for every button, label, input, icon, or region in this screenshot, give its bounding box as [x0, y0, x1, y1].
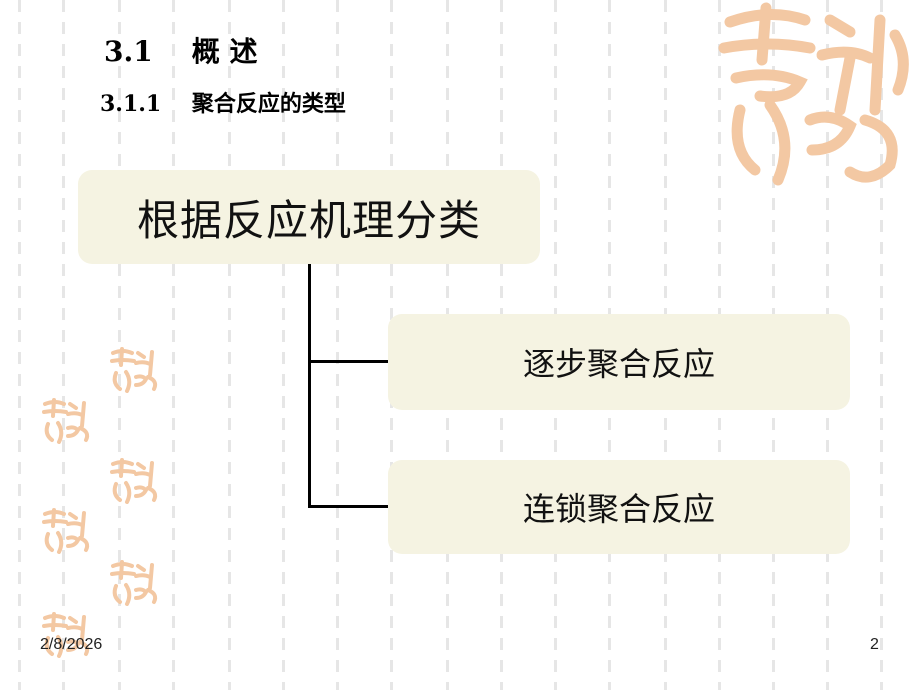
bg-dash-line [228, 0, 231, 690]
slide-page-number: 2 [870, 636, 879, 653]
diagram-child-label: 逐步聚合反应 [522, 345, 715, 383]
auspicious-seal-icon [42, 612, 90, 658]
auspicious-seal-icon [110, 347, 158, 393]
bg-dash-line [118, 0, 121, 690]
bg-dash-line [336, 0, 339, 690]
bg-dash-line [62, 0, 65, 690]
connector-branch-2 [308, 505, 388, 508]
diagram-root-box: 根据反应机理分类 [78, 170, 540, 264]
bg-dash-line [18, 0, 21, 690]
connector-vertical [308, 264, 311, 508]
connector-branch-1 [308, 360, 388, 363]
diagram-child-box: 连锁聚合反应 [388, 460, 850, 554]
auspicious-seal-icon [42, 508, 90, 554]
diagram-child-box: 逐步聚合反应 [388, 314, 850, 410]
auspicious-seal-icon [110, 458, 158, 504]
bg-dash-line [282, 0, 285, 690]
auspicious-seal-icon [718, 2, 909, 186]
section-heading: 3.1 概 述 [104, 35, 258, 68]
bg-dash-line [172, 0, 175, 690]
subsection-heading: 3.1.1 聚合反应的类型 [100, 91, 346, 117]
slide-date: 2/8/2026 [40, 636, 103, 653]
auspicious-seal-icon [110, 560, 158, 606]
diagram-child-label: 连锁聚合反应 [522, 490, 715, 528]
auspicious-seal-icon [42, 398, 90, 444]
bg-dash-line [880, 0, 883, 690]
diagram-root-label: 根据反应机理分类 [136, 195, 481, 245]
